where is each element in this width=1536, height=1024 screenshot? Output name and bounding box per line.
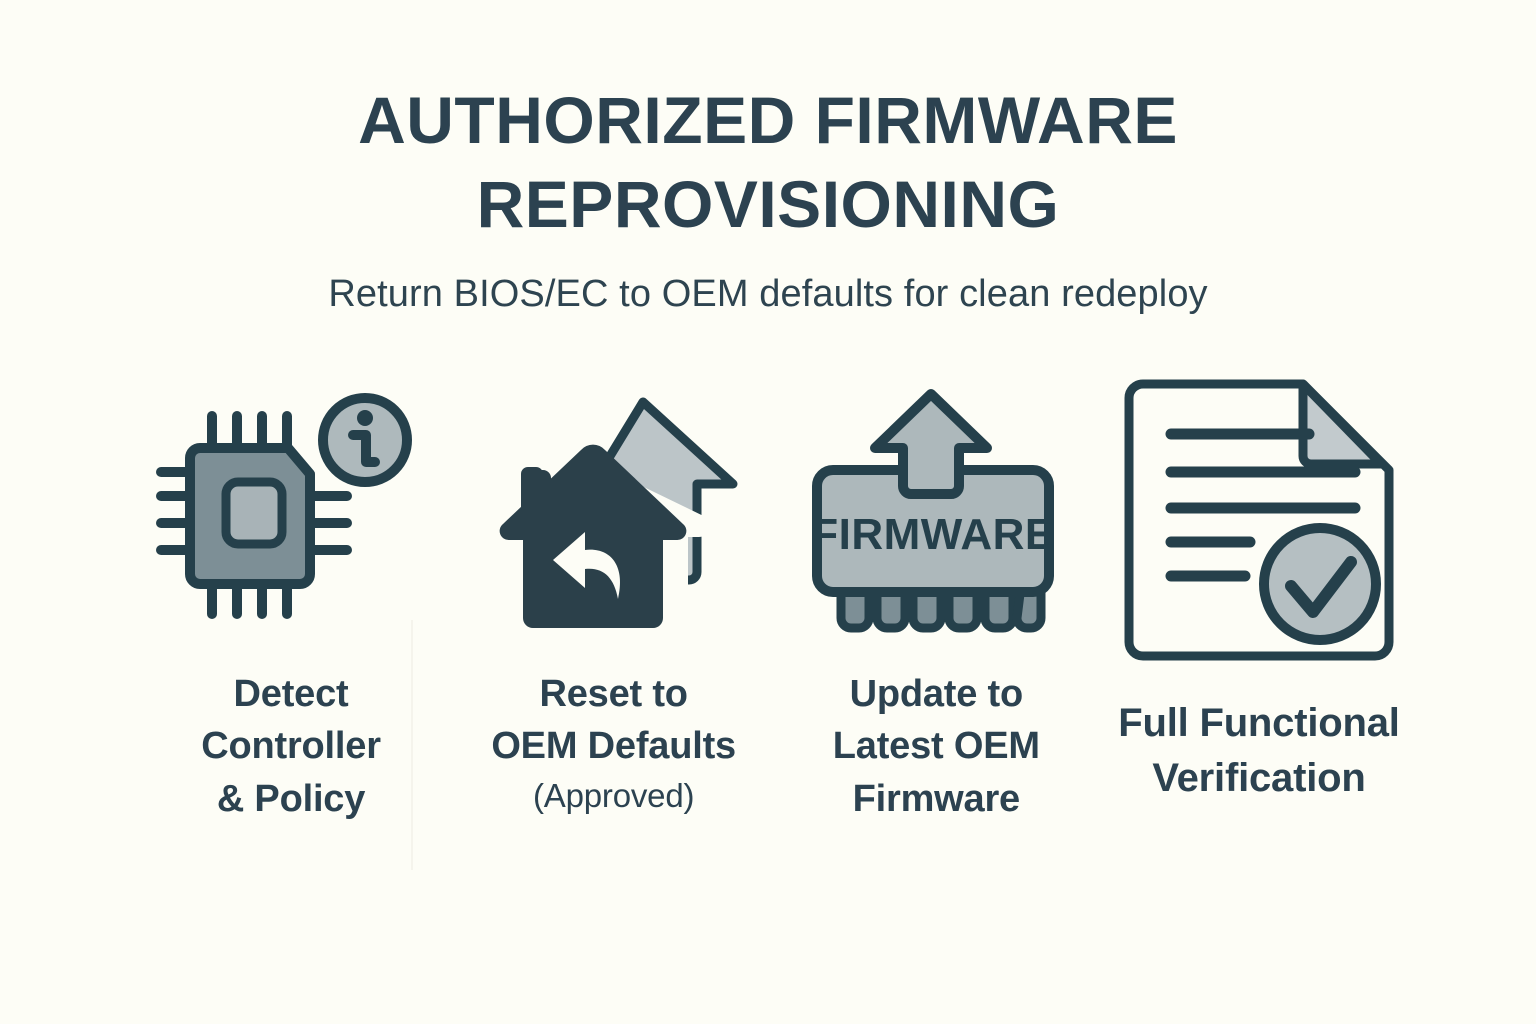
firmware-module-upload-icon: FIRMWARE (811, 372, 1061, 662)
document-check-icon (1115, 372, 1403, 662)
step-reset-to-oem-defaults: Reset to OEM Defaults (Approved) (473, 372, 755, 818)
step-label-line-3: Firmware (852, 777, 1021, 820)
page-title: AUTHORIZED FIRMWARE REPROVISIONING (358, 83, 1178, 242)
step-label-line-3: & Policy (216, 777, 366, 820)
column-divider (411, 620, 413, 870)
page-subtitle: Return BIOS/EC to OEM defaults for clean… (328, 272, 1208, 315)
step-label-line-2: Controller (201, 725, 381, 768)
step-label-line-1: Detect (233, 673, 349, 715)
step-label-line-2: OEM Defaults (491, 725, 736, 768)
step-label: Detect Controller & Policy (201, 668, 381, 825)
poster-header: AUTHORIZED FIRMWARE REPROVISIONING Retur… (0, 78, 1536, 316)
chip-info-icon (155, 372, 427, 662)
step-update-to-latest-oem-firmware: FIRMWARE Update to Latest OEM Firmware (795, 372, 1077, 825)
steps-row: Detect Controller & Policy (150, 372, 1400, 825)
step-label-line-2: Latest OEM (832, 725, 1040, 768)
step-label-line-1: Reset to (539, 673, 688, 715)
step-label-line-1: Update to (849, 673, 1024, 715)
step-label-sub: (Approved) (533, 776, 695, 814)
step-label: Full Functional Verification (1118, 696, 1400, 806)
step-label: Update to Latest OEM Firmware (833, 668, 1040, 825)
step-detect-controller-policy: Detect Controller & Policy (150, 372, 432, 825)
firmware-module-text: FIRMWARE (812, 510, 1056, 559)
step-full-functional-verification: Full Functional Verification (1118, 372, 1400, 806)
step-label-line-1: Full Functional (1118, 701, 1400, 745)
step-label-line-2: Verification (1152, 756, 1366, 801)
home-reset-arrow-icon (485, 372, 743, 662)
step-label: Reset to OEM Defaults (Approved) (491, 668, 736, 818)
